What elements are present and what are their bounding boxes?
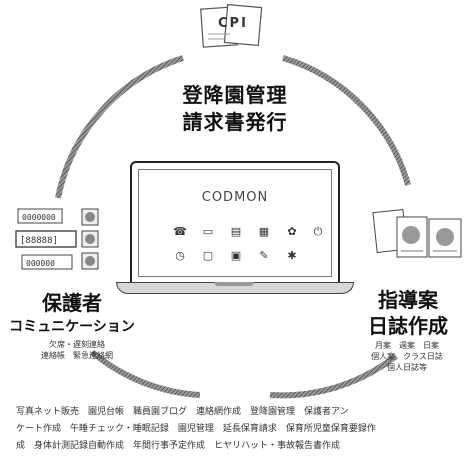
right-node-sub-line3: 個人日誌等: [387, 363, 427, 372]
app-icon-4: ▦: [258, 225, 270, 238]
app-icon-2: ▭: [202, 225, 214, 238]
laptop-illustration: CODMON ☎ ▭ ▤ ▦ ✿ ⏻ ◷ ▢ ▣ ✎ ✱: [116, 151, 354, 302]
top-node-title: 登降園管理 請求書発行: [145, 82, 325, 136]
clipboard-icon-text: CPI: [218, 16, 248, 31]
app-icon-8: ▢: [202, 249, 214, 262]
app-icon-7: ◷: [175, 249, 185, 262]
app-icon-3: ▤: [230, 225, 242, 238]
right-node-subtext: 月案 週案 日案 個人案 クラス日誌 個人日誌等: [352, 340, 462, 373]
left-node-sub-line1: 欠席・遅刻連絡: [49, 340, 105, 349]
ring-arc-bottom-right: [269, 353, 398, 399]
clipboard-icon: CPI: [196, 3, 266, 48]
svg-text:[88888]: [88888]: [20, 236, 58, 246]
app-icon-6: ⏻: [313, 225, 323, 238]
top-node-title-line1: 登降園管理: [182, 83, 288, 107]
app-icon-9: ▣: [230, 249, 242, 262]
top-node-title-line2: 請求書発行: [182, 110, 288, 134]
feature-list-line1: 写真ネット販売 園児台帳 職員園ブログ 連絡網作成 登降園管理 保護者アン: [16, 407, 349, 417]
left-node-sub-line2: 連絡帳 緊急連絡網: [41, 351, 113, 360]
right-node-title-line2: 日誌作成: [368, 314, 448, 338]
ring-arc-top-left: [55, 55, 184, 199]
app-icon-10: ✎: [259, 249, 269, 262]
right-node-title-line1: 指導案: [378, 288, 438, 312]
feature-list: 写真ネット販売 園児台帳 職員園ブログ 連絡網作成 登降園管理 保護者アン ケー…: [16, 404, 462, 455]
app-icon-5: ✿: [287, 225, 297, 238]
left-node-title-line2: コミュニケーション: [9, 319, 135, 335]
app-icon-11: ✱: [287, 249, 297, 262]
right-node-title: 指導案 日誌作成: [352, 287, 464, 339]
ring-arc-top-right: [282, 55, 411, 186]
app-icon-1: ☎: [173, 225, 187, 238]
left-node-title: 保護者 コミュニケーション: [2, 290, 142, 338]
ring-arc-bottom-left: [90, 349, 201, 398]
svg-text:000000: 000000: [26, 259, 55, 268]
chat-bubbles-icon: 0000000 [88888] 000000: [14, 205, 114, 277]
right-node-sub-line1: 月案 週案 日案: [375, 341, 439, 350]
left-node-title-line1: 保護者: [42, 291, 102, 315]
app-logo: CODMON: [201, 190, 269, 205]
documents-icon: [371, 203, 469, 269]
laptop-notch: [214, 282, 254, 286]
laptop-screen: CODMON ☎ ▭ ▤ ▦ ✿ ⏻ ◷ ▢ ▣ ✎ ✱: [130, 161, 340, 285]
svg-text:0000000: 0000000: [22, 213, 56, 222]
left-node-subtext: 欠席・遅刻連絡 連絡帳 緊急連絡網: [22, 339, 132, 361]
right-node-sub-line2: 個人案 クラス日誌: [371, 352, 443, 361]
feature-list-line3: 成 身体計測記録自動作成 年間行事予定作成 ヒヤリハット・事故報告書作成: [16, 441, 341, 451]
feature-list-line2: ケート作成 午睡チェック・睡眠記録 園児管理 延長保育請求 保育所児童保育要録作: [16, 424, 376, 434]
